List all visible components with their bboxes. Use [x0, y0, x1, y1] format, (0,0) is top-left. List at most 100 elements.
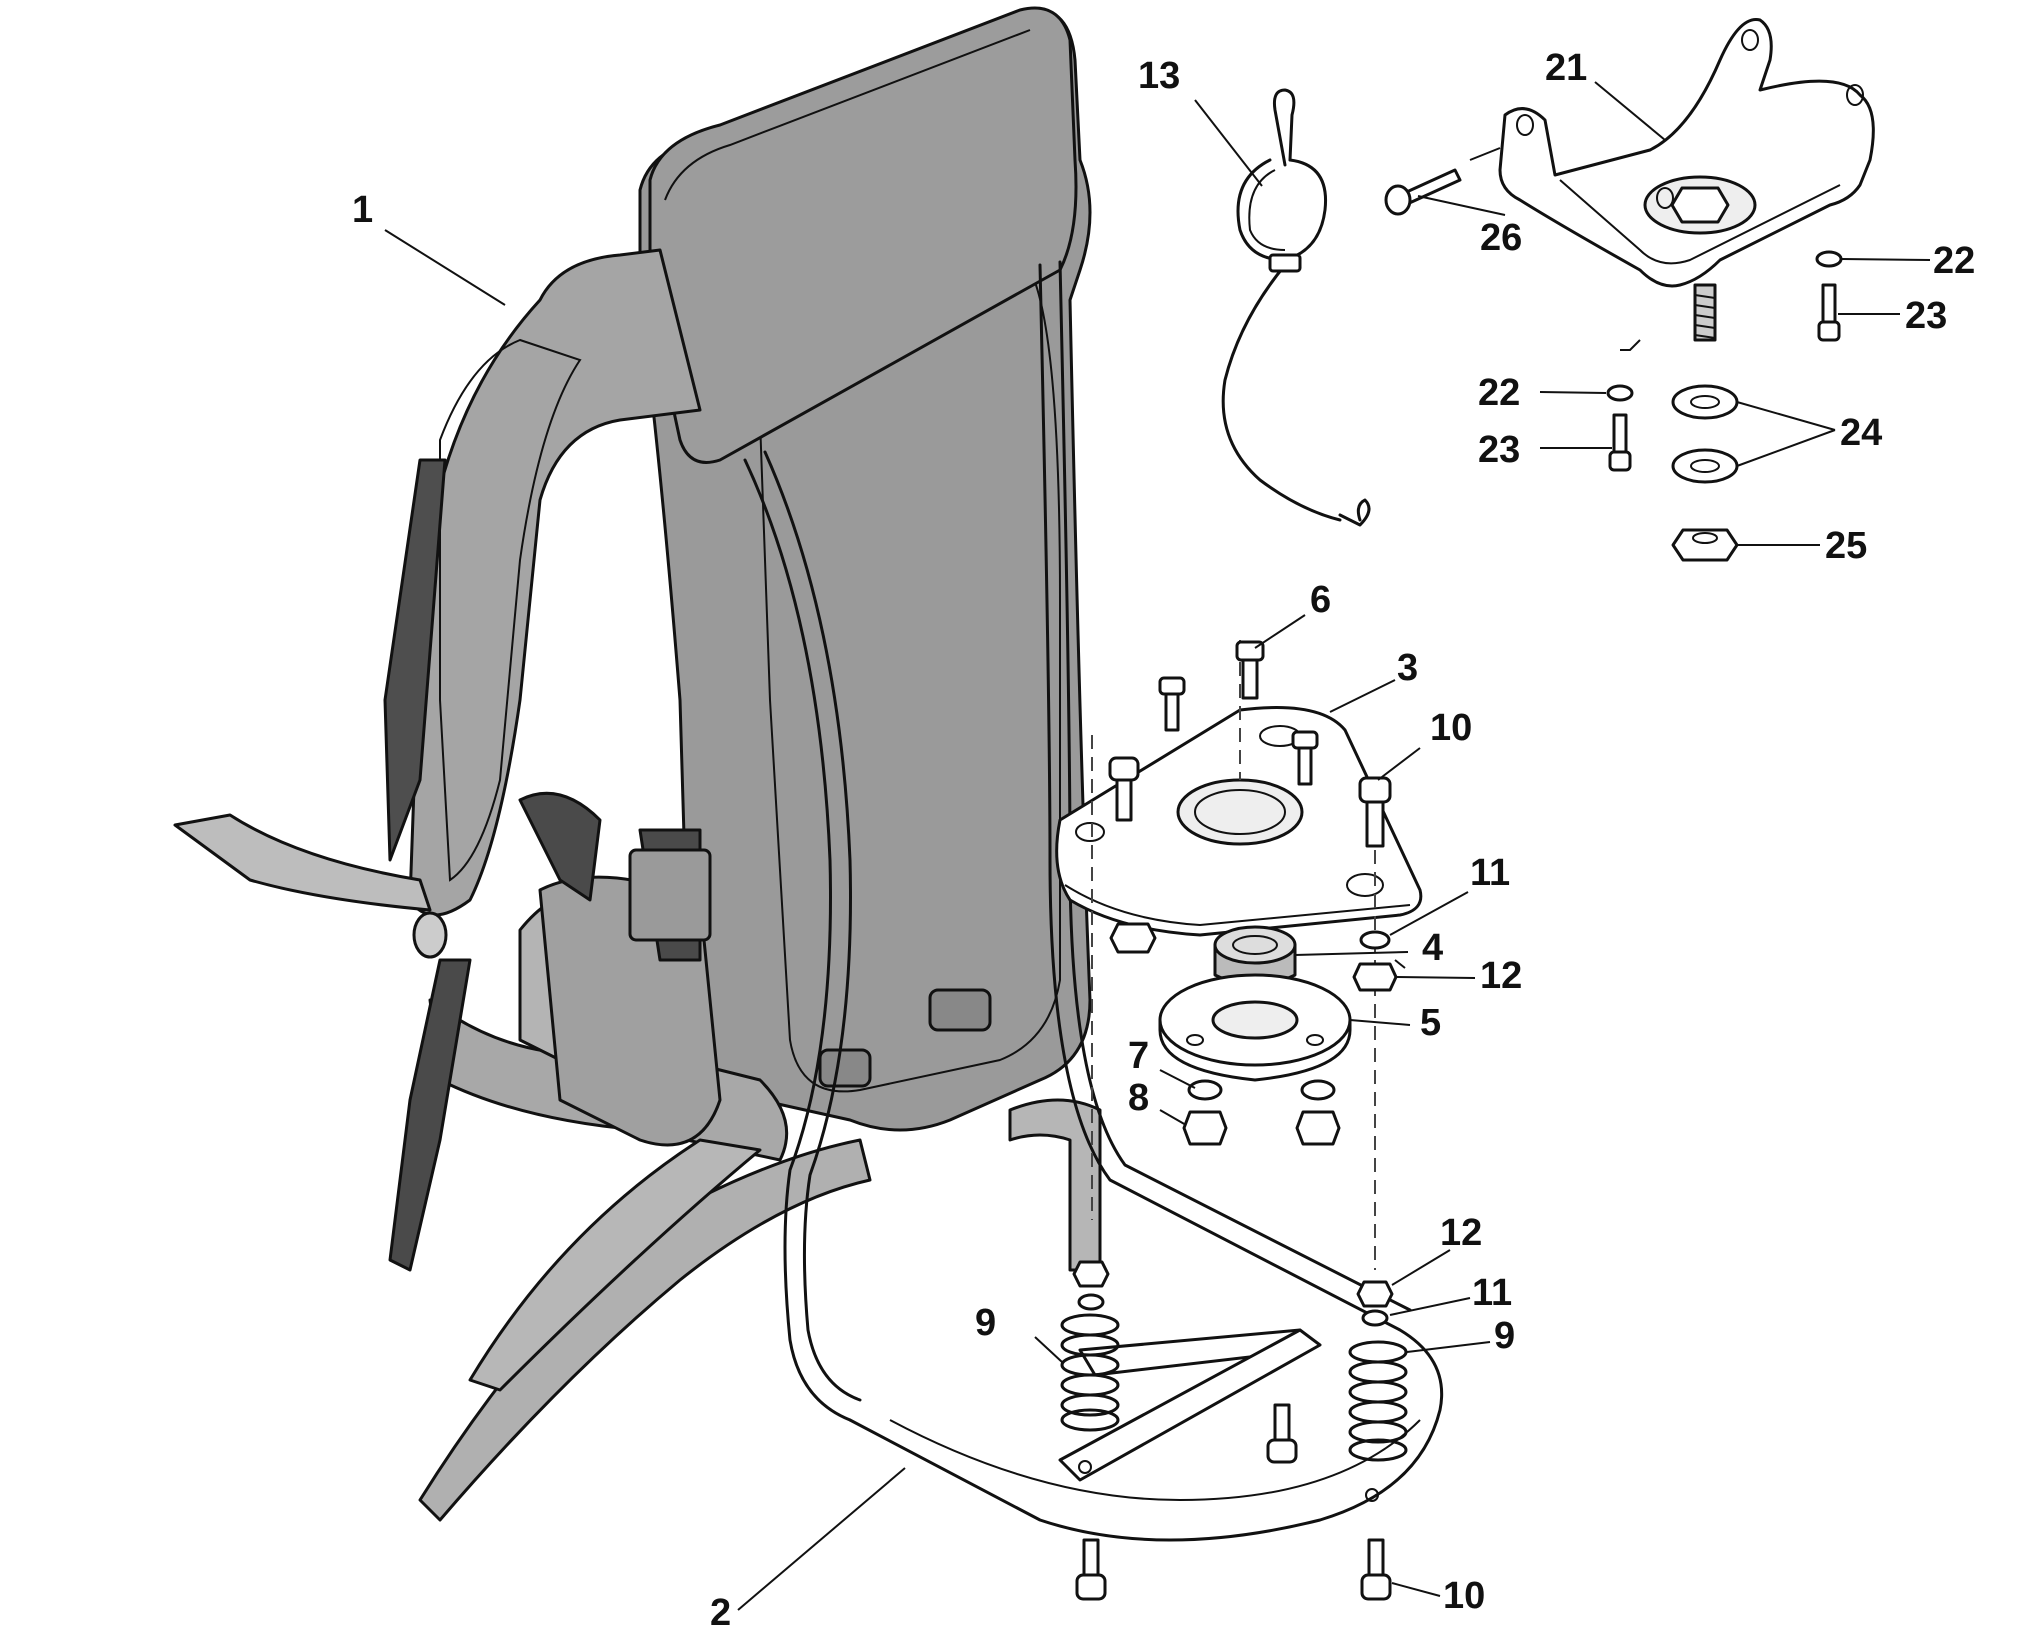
washer-24-lower: [1671, 448, 1739, 484]
bolt-10-lower: [1360, 1538, 1392, 1601]
cable-hook: [1273, 88, 1296, 167]
callout-5: 5: [1420, 1002, 1441, 1044]
frame-tube-vertical-inner: [763, 450, 862, 1402]
washer-7-right: [1300, 1079, 1336, 1101]
buckle-2: [818, 1048, 872, 1088]
cable-loop-inner: [1248, 169, 1286, 251]
bracket-thread: [1693, 283, 1717, 342]
washer-7-left: [1187, 1079, 1223, 1101]
mounting-plate-edge: [1064, 884, 1411, 927]
mounting-plate-assembly: [1055, 640, 1423, 1270]
frame-base-inner: [889, 1419, 1421, 1502]
callout-11-lower: 11: [1472, 1272, 1512, 1314]
leader-lines: [384, 81, 1931, 1611]
bolt-10-plate: [1358, 776, 1392, 848]
shoulder-strap-pad: [439, 338, 582, 882]
nut-8-left: [1182, 1110, 1228, 1146]
washer-11-upper: [1359, 930, 1391, 950]
washer-22-right: [1815, 250, 1843, 268]
callout-4: 4: [1422, 927, 1443, 969]
screw-guide-line: [1620, 339, 1641, 351]
frame-crossbar-diagonal: [1058, 1328, 1322, 1482]
callout-labels: 1 2 3 4 5 6 7 8 9 9 10 10 11 11 12 12 13…: [352, 47, 1975, 1631]
washer-11-lower: [1361, 1309, 1389, 1327]
callout-12-upper: 12: [1480, 955, 1522, 997]
frame-tube-right: [848, 263, 1444, 1542]
callout-1: 1: [352, 189, 373, 231]
bracket-hex-bolt: [1670, 186, 1730, 224]
strap-webbing-left: [383, 458, 447, 862]
callout-12-lower: 12: [1440, 1212, 1482, 1254]
buckle-3: [628, 848, 712, 942]
nut-12-upper: [1352, 962, 1398, 992]
lower-hardware: [1060, 1260, 1408, 1601]
cable-end-clip: [1338, 498, 1371, 527]
callout-22-left: 22: [1478, 372, 1520, 414]
callout-9-left: 9: [975, 1302, 996, 1344]
head-cushion: [648, 6, 1078, 464]
bracket-21: [1498, 18, 1875, 288]
callout-25: 25: [1825, 525, 1867, 567]
callout-9-right: 9: [1494, 1315, 1515, 1357]
bolt-frame-center: [1266, 1403, 1298, 1464]
callout-26: 26: [1480, 217, 1522, 259]
buckle-1: [928, 988, 992, 1032]
strap-dark-1: [388, 958, 472, 1272]
nut-12-lower: [1356, 1280, 1394, 1308]
nut-8-right: [1295, 1110, 1341, 1146]
frame-tube-vertical: [743, 458, 852, 1422]
callout-23-right: 23: [1905, 295, 1947, 337]
flange: [1158, 973, 1352, 1082]
frame-hole-2: [1365, 1488, 1379, 1502]
nut-25: [1671, 528, 1739, 562]
washer-left-upper: [1077, 1293, 1105, 1311]
bracket-ear-hole-4: [1846, 84, 1864, 106]
plate-hole-2: [1346, 873, 1384, 897]
screw-23-left: [1608, 413, 1632, 472]
waist-strap-left: [173, 813, 432, 912]
side-strap: [1008, 1098, 1102, 1272]
callout-7: 7: [1128, 1035, 1149, 1077]
nut-under-plate: [1109, 922, 1157, 954]
spring-right: [1348, 1340, 1408, 1462]
callout-10-lower: 10: [1443, 1575, 1485, 1617]
head-cushion-seam: [664, 29, 1031, 201]
bracket-ear-hole-1: [1516, 114, 1534, 136]
engine-bracket-assembly: [1384, 18, 1875, 562]
callout-6: 6: [1310, 579, 1331, 621]
bolt-6c: [1291, 730, 1319, 786]
cable-ferrule: [1268, 253, 1302, 273]
callout-24: 24: [1840, 412, 1882, 454]
nut-left-upper: [1072, 1260, 1110, 1288]
plate-center-bore-inner: [1194, 789, 1286, 835]
waist-strap-mid: [468, 1138, 762, 1392]
callout-13: 13: [1138, 55, 1180, 97]
washer-22-left: [1606, 384, 1634, 402]
bracket-ear-hole-2: [1656, 187, 1674, 209]
screw-23-right: [1817, 283, 1841, 342]
bracket-ear-hole-3: [1741, 29, 1759, 51]
callout-11-upper: 11: [1470, 852, 1510, 894]
backpack-harness: [173, 6, 1102, 1522]
callout-3: 3: [1397, 647, 1418, 689]
callout-10-upper: 10: [1430, 707, 1472, 749]
cable-assembly: [1221, 88, 1371, 527]
plate-hole-1: [1075, 822, 1105, 842]
callout-2: 2: [710, 1592, 731, 1631]
callout-22-right: 22: [1933, 240, 1975, 282]
bracket-thread-lines: [1694, 294, 1716, 339]
strap-ring: [412, 911, 448, 959]
callout-21: 21: [1545, 47, 1587, 89]
callout-23-left: 23: [1478, 429, 1520, 471]
screw-26: [1384, 168, 1462, 216]
spring-left: [1060, 1313, 1120, 1432]
washer-24-upper: [1671, 384, 1739, 420]
bolt-frame-left: [1075, 1538, 1107, 1601]
callout-8: 8: [1128, 1077, 1149, 1119]
strap-dark-2: [518, 791, 602, 902]
cable-wire: [1221, 263, 1342, 522]
cable-loop: [1236, 158, 1328, 262]
frame-hole-1: [1078, 1460, 1092, 1474]
bolt-10-top: [1108, 756, 1140, 822]
